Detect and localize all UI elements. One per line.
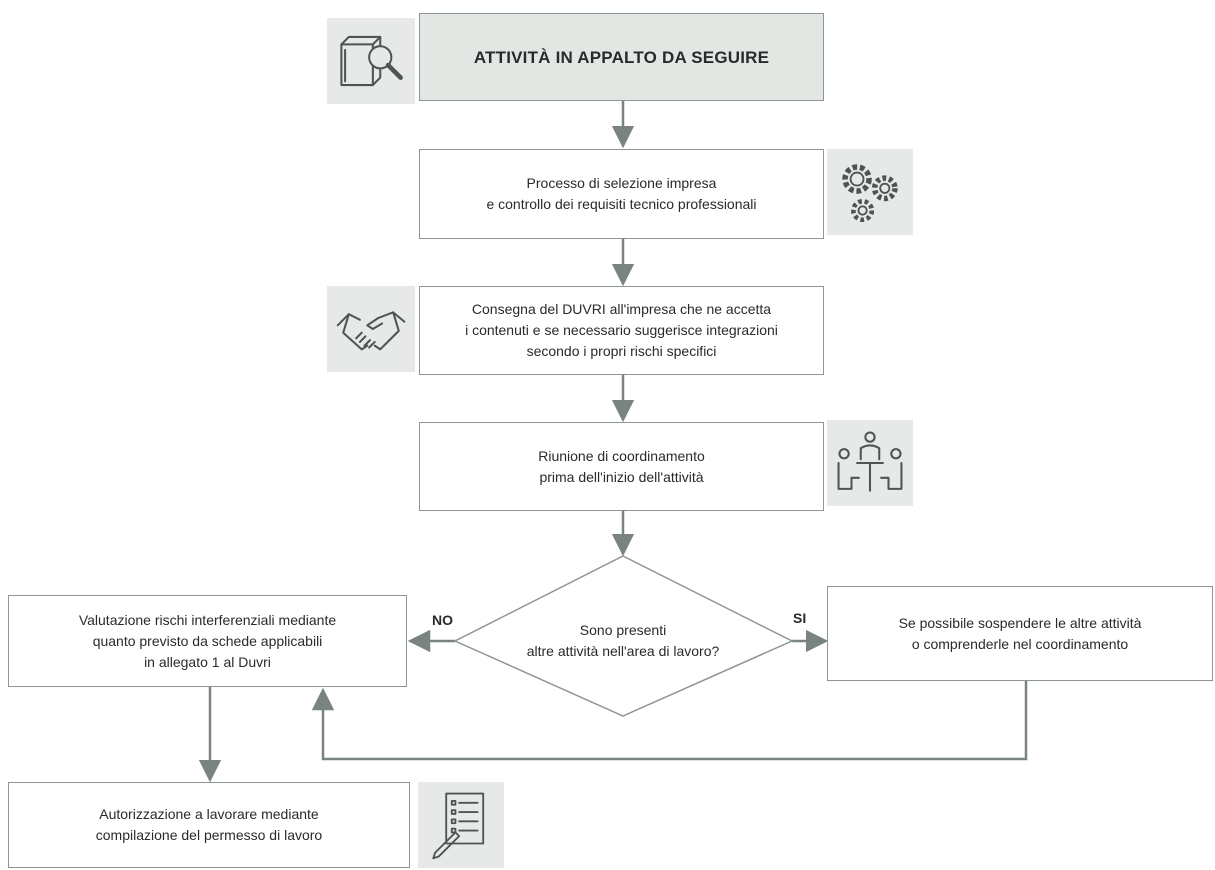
step-meeting-line-1: Riunione di coordinamento <box>538 447 705 464</box>
step-evaluation-line-1: Valutazione rischi interferenziali media… <box>78 611 337 628</box>
step-evaluation-line-2: quanto previsto da schede applicabili <box>92 632 323 649</box>
step-suspend-box: Se possibile sospendere le altre attivit… <box>827 586 1213 681</box>
step-suspend-line-1: Se possibile sospendere le altre attivit… <box>898 614 1142 631</box>
title-text: ATTIVITÀ IN APPALTO DA SEGUIRE <box>473 47 770 67</box>
step-duvri-box: Consegna del DUVRI all'impresa che ne ac… <box>419 286 824 375</box>
step-authorization-box: Autorizzazione a lavorare mediante compi… <box>8 782 410 868</box>
icon-tile-handshake <box>327 286 415 372</box>
step-authorization-line-2: compilazione del permesso di lavoro <box>95 827 323 843</box>
title-box: ATTIVITÀ IN APPALTO DA SEGUIRE <box>419 13 824 101</box>
icon-tile-checklist <box>418 782 504 868</box>
step-duvri-line-1: Consegna del DUVRI all'impresa che ne ac… <box>471 301 772 317</box>
decision-diamond <box>453 555 794 717</box>
book-magnifier-icon <box>340 35 403 87</box>
step-suspend-line-2: o comprenderle nel coordinamento <box>911 635 1129 652</box>
step-evaluation-line-3: in allegato 1 al Duvri <box>144 653 271 670</box>
branch-label-no: NO <box>432 612 453 628</box>
step-meeting-box: Riunione di coordinamento prima dell'ini… <box>419 422 824 511</box>
arrow-suspend-loopback <box>311 681 1028 761</box>
step-selection-line-1: Processo di selezione impresa <box>526 175 717 191</box>
step-selection-line-2: e controllo dei requisiti tecnico profes… <box>486 196 757 212</box>
step-meeting-line-2: prima dell'inizio dell'attività <box>539 468 704 485</box>
decision-text: Sono presenti altre attività nell'area d… <box>483 620 763 662</box>
step-selection-box: Processo di selezione impresa e controll… <box>419 149 824 239</box>
step-duvri-line-2: i contenuti e se necessario suggerisce i… <box>465 322 778 338</box>
step-authorization-line-1: Autorizzazione a lavorare mediante <box>99 806 319 822</box>
decision-line-2: altre attività nell'area di lavoro? <box>526 643 720 659</box>
icon-tile-gears <box>827 149 913 235</box>
decision-line-1: Sono presenti <box>579 622 667 638</box>
branch-label-yes: SI <box>793 610 807 626</box>
step-evaluation-box: Valutazione rischi interferenziali media… <box>8 595 407 687</box>
icon-tile-search <box>327 18 415 104</box>
handshake-icon <box>336 311 406 351</box>
checklist-pen-icon <box>432 792 485 860</box>
step-duvri-line-3: secondo i propri rischi specifici <box>526 343 717 359</box>
gears-icon <box>842 164 898 223</box>
meeting-icon <box>837 431 903 492</box>
icon-tile-meeting <box>827 420 913 506</box>
